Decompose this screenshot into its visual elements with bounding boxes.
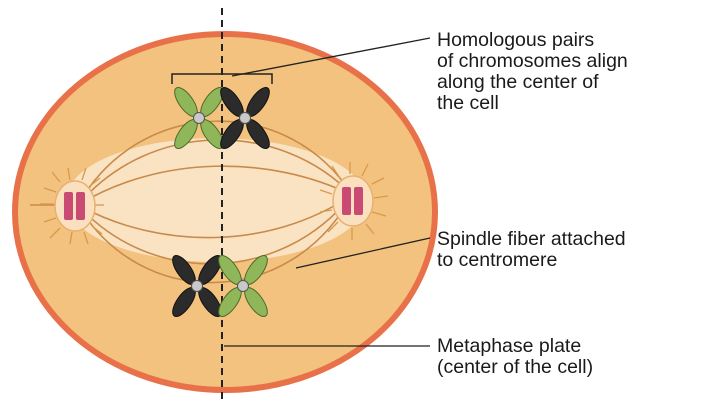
homologous-pairs-label: Homologous pairs of chromosomes align al…	[437, 30, 628, 114]
centromere	[194, 113, 205, 124]
centromere	[192, 281, 203, 292]
spindle-region	[66, 138, 366, 262]
spindle-fiber-label: Spindle fiber attached to centromere	[437, 229, 626, 271]
centromere	[238, 281, 249, 292]
centromere	[240, 113, 251, 124]
metaphase-plate-label: Metaphase plate (center of the cell)	[437, 336, 593, 378]
